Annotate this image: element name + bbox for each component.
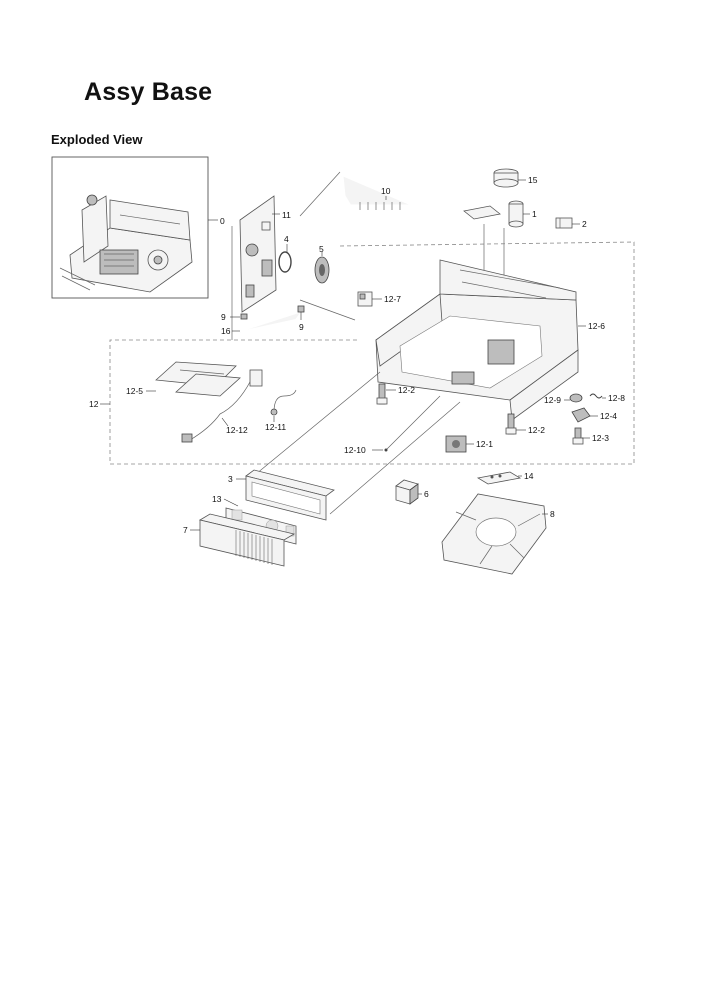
label-12-4: 12-4 <box>600 411 617 421</box>
harness-12-12 <box>181 369 263 443</box>
page-title: Assy Base <box>84 78 213 106</box>
clip-9-left <box>240 313 248 320</box>
label-0: 0 <box>220 216 225 226</box>
bracket-14 <box>476 471 522 485</box>
section-title: Exploded View <box>51 132 143 147</box>
panel-11 <box>239 195 277 313</box>
foot-12-3 <box>572 427 584 445</box>
plate-12-5 <box>155 361 241 397</box>
label-12-2-right: 12-2 <box>528 425 545 435</box>
nut-12-9 <box>569 393 583 403</box>
assembled-view <box>51 156 209 299</box>
label-12-5: 12-5 <box>126 386 143 396</box>
spring-12-8 <box>589 393 603 399</box>
label-12-7: 12-7 <box>384 294 401 304</box>
label-12-9: 12-9 <box>544 395 561 405</box>
clip-9-right <box>297 305 305 313</box>
label-5: 5 <box>319 244 324 254</box>
label-12-3: 12-3 <box>592 433 609 443</box>
label-12-6: 12-6 <box>588 321 605 331</box>
grille-7 <box>198 513 296 567</box>
motor-12-1 <box>445 435 467 453</box>
base-plate-8 <box>441 493 547 575</box>
label-1: 1 <box>532 209 537 219</box>
cylinder-1 <box>508 200 524 228</box>
label-13: 13 <box>212 494 222 504</box>
label-12-12: 12-12 <box>226 425 248 435</box>
label-11: 11 <box>282 210 291 220</box>
label-16: 16 <box>221 326 231 336</box>
label-7: 7 <box>183 525 188 535</box>
foot-12-2-left <box>376 383 388 405</box>
base-frame-12-6 <box>375 259 579 421</box>
label-14: 14 <box>524 471 534 481</box>
bracket-12-7 <box>357 291 373 307</box>
bracket-12-4 <box>571 407 591 423</box>
block-6 <box>395 479 419 505</box>
label-12: 12 <box>89 399 99 409</box>
frame-3 <box>245 469 335 521</box>
label-10: 10 <box>381 186 391 196</box>
label-12-1: 12-1 <box>476 439 493 449</box>
label-3: 3 <box>228 474 233 484</box>
label-15: 15 <box>528 175 538 185</box>
label-8: 8 <box>550 509 555 519</box>
clip-2 <box>555 217 573 229</box>
hose-10 <box>340 175 412 210</box>
label-12-2-left: 12-2 <box>398 385 415 395</box>
cap-15 <box>493 168 519 188</box>
fan-5 <box>314 256 330 284</box>
wire-12-10 <box>385 395 441 451</box>
wire-12-11 <box>270 389 297 416</box>
label-12-8: 12-8 <box>608 393 625 403</box>
pad-part <box>463 205 501 220</box>
foot-12-2-right <box>505 413 517 435</box>
label-12-11: 12-11 <box>265 422 286 432</box>
label-9-left: 9 <box>221 312 226 322</box>
gasket-4 <box>278 251 292 273</box>
label-12-10: 12-10 <box>344 445 366 455</box>
label-2: 2 <box>582 219 587 229</box>
label-6: 6 <box>424 489 429 499</box>
label-4: 4 <box>284 234 289 244</box>
label-9-right: 9 <box>299 322 304 332</box>
